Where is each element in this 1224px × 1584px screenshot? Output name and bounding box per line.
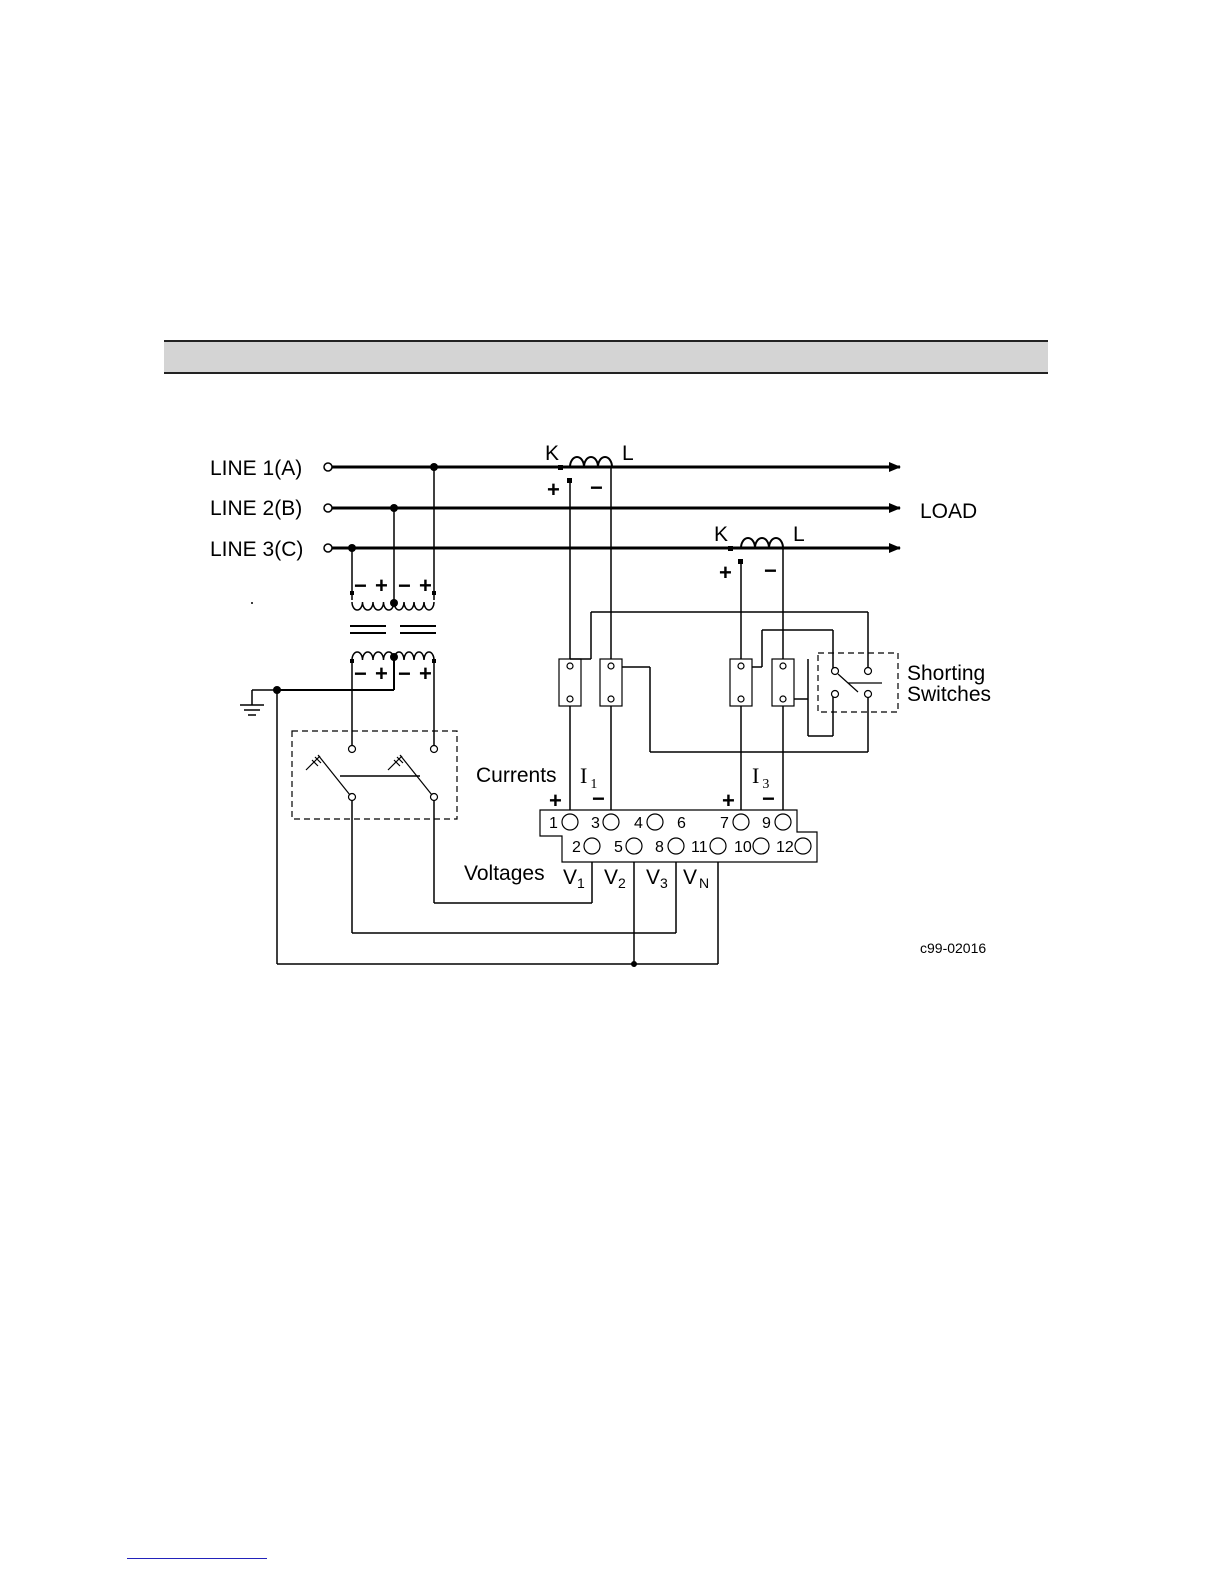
svg-text:−: − (398, 573, 411, 598)
ct3-l-label: L (793, 523, 805, 546)
v2-label: V2 (604, 866, 626, 891)
shorting-label-2: Switches (907, 683, 991, 706)
ct1-plus: + (547, 477, 560, 502)
v3-label: V3 (646, 866, 668, 891)
figure-code: c99-02016 (920, 940, 986, 956)
line-3-terminal (324, 544, 332, 552)
ct3-minus: − (764, 558, 777, 583)
line-1-label: LINE 1(A) (210, 457, 302, 480)
svg-text:+: + (375, 573, 388, 598)
svg-text:5: 5 (614, 839, 623, 856)
svg-text:+: + (419, 661, 432, 686)
line-2-terminal (324, 504, 332, 512)
i3-plus: + (722, 788, 735, 813)
svg-text:11: 11 (691, 839, 708, 856)
svg-text:−: − (354, 573, 367, 598)
power-lines (324, 463, 900, 552)
svg-text:7: 7 (720, 815, 729, 832)
shorting-switches (818, 653, 898, 712)
i1-minus: − (592, 786, 605, 811)
ct1-l-label: L (622, 442, 634, 465)
svg-text:2: 2 (572, 839, 581, 856)
svg-text:4: 4 (634, 815, 643, 832)
stray-dot (251, 602, 253, 604)
voltages-label: Voltages (464, 862, 545, 885)
i1-plus: + (549, 788, 562, 813)
svg-text:3: 3 (591, 815, 600, 832)
v1-label: V1 (563, 866, 585, 891)
svg-text:8: 8 (655, 839, 664, 856)
current-transformer-1 (558, 457, 612, 815)
line-1-terminal (324, 463, 332, 471)
line-2-label: LINE 2(B) (210, 497, 302, 520)
svg-text:12: 12 (776, 839, 794, 856)
i3-minus: − (762, 786, 775, 811)
ct3-plus: + (719, 560, 732, 585)
svg-text:1: 1 (549, 815, 558, 832)
svg-text:+: + (419, 573, 432, 598)
ct1-minus: − (590, 475, 603, 500)
svg-text:6: 6 (677, 815, 686, 832)
svg-text:−: − (354, 661, 367, 686)
svg-text:+: + (375, 661, 388, 686)
ct1-k-label: K (545, 442, 559, 465)
footnote-rule (127, 1558, 267, 1559)
pt-polarity-labels: − + − + − + − + (354, 573, 432, 686)
load-label: LOAD (920, 500, 977, 523)
svg-text:−: − (398, 661, 411, 686)
line-3-label: LINE 3(C) (210, 538, 303, 561)
junction-dots (273, 463, 637, 967)
test-blocks (559, 659, 794, 706)
shorting-label-1: Shorting (907, 662, 985, 685)
ct3-k-label: K (714, 523, 728, 546)
ground-icon (240, 660, 394, 964)
pt-disconnect-switch (292, 731, 457, 819)
currents-label: Currents (476, 764, 557, 787)
svg-text:9: 9 (762, 815, 771, 832)
svg-text:10: 10 (734, 839, 752, 856)
